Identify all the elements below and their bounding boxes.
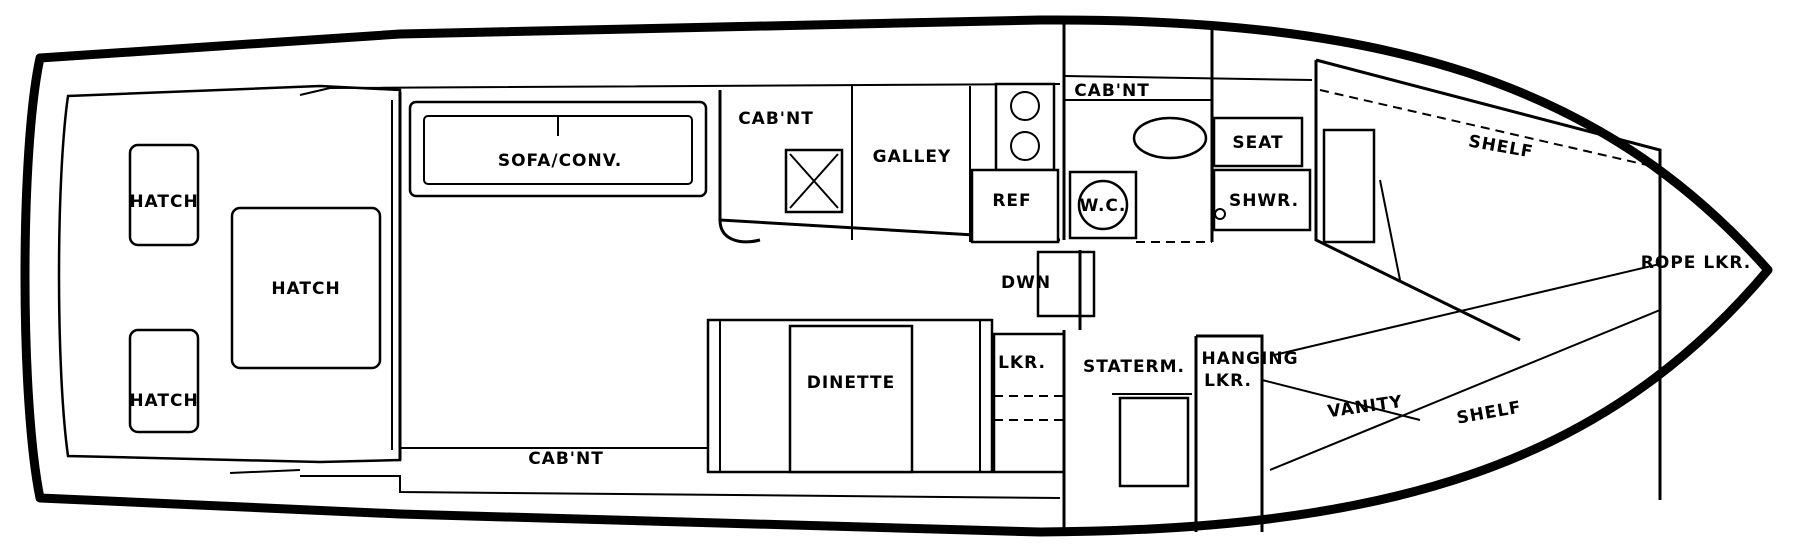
stairs-down xyxy=(1036,250,1096,318)
label-ref: REF xyxy=(992,191,1031,211)
head-sink xyxy=(1132,116,1208,160)
label-vanity: VANITY xyxy=(1326,392,1404,422)
hull-outline xyxy=(20,15,1773,537)
dinette-table xyxy=(788,324,914,474)
label-cabinet-head: CAB'NT xyxy=(1074,81,1150,101)
seat xyxy=(1212,116,1304,168)
hatch-bottom xyxy=(128,328,200,434)
cabinet-line xyxy=(1063,75,1313,81)
aft-rail xyxy=(229,469,301,474)
hatch-center xyxy=(230,206,382,370)
label-cabinet-aft: CAB'NT xyxy=(528,449,604,469)
side-deck-top xyxy=(299,83,1061,96)
hanging-locker xyxy=(1194,334,1264,532)
label-shelf-lower: SHELF xyxy=(1455,398,1523,429)
vberth-outline xyxy=(1314,58,1662,500)
label-hatch-center: HATCH xyxy=(271,279,340,299)
burner-2 xyxy=(1010,131,1040,161)
refrigerator xyxy=(970,168,1060,244)
label-down: DWN xyxy=(1001,273,1051,293)
vberth-cushion xyxy=(1322,128,1376,244)
shower xyxy=(1212,168,1312,232)
wc-toilet xyxy=(1077,179,1129,231)
burner-1 xyxy=(1010,91,1040,121)
berth-edge xyxy=(1379,179,1401,281)
label-cabinet-galley: CAB'NT xyxy=(738,109,814,129)
sink-cross-2 xyxy=(789,153,839,209)
label-hanging-locker-line1: HANGING xyxy=(1201,349,1298,369)
label-hatch-bottom: HATCH xyxy=(129,391,198,411)
label-hanging-locker-line2: LKR. xyxy=(1204,371,1252,391)
label-shelf-upper: SHELF xyxy=(1467,132,1535,163)
sofa xyxy=(408,100,708,198)
label-wc: W.C. xyxy=(1080,196,1127,216)
shelf-upper-line xyxy=(1319,89,1661,169)
stove xyxy=(994,82,1056,172)
cockpit-outline xyxy=(57,84,402,464)
vanity-shelf-lines xyxy=(1269,263,1661,471)
shower-drain xyxy=(1214,208,1226,220)
hatch-top xyxy=(128,143,200,247)
galley-counter xyxy=(718,90,1061,244)
stateroom-seat xyxy=(1118,396,1190,488)
label-shower: SHWR. xyxy=(1229,191,1299,211)
label-galley: GALLEY xyxy=(873,147,952,167)
label-dinette: DINETTE xyxy=(807,373,895,393)
label-hatch-top: HATCH xyxy=(129,192,198,212)
label-rope-locker: ROPE LKR. xyxy=(1641,253,1751,273)
side-deck-bottom xyxy=(300,475,1061,499)
label-sofa: SOFA/CONV. xyxy=(498,151,622,171)
label-stateroom: STATERM. xyxy=(1083,357,1185,377)
vanity-edge xyxy=(1261,379,1421,421)
label-locker: LKR. xyxy=(998,353,1046,373)
label-seat: SEAT xyxy=(1232,133,1283,153)
